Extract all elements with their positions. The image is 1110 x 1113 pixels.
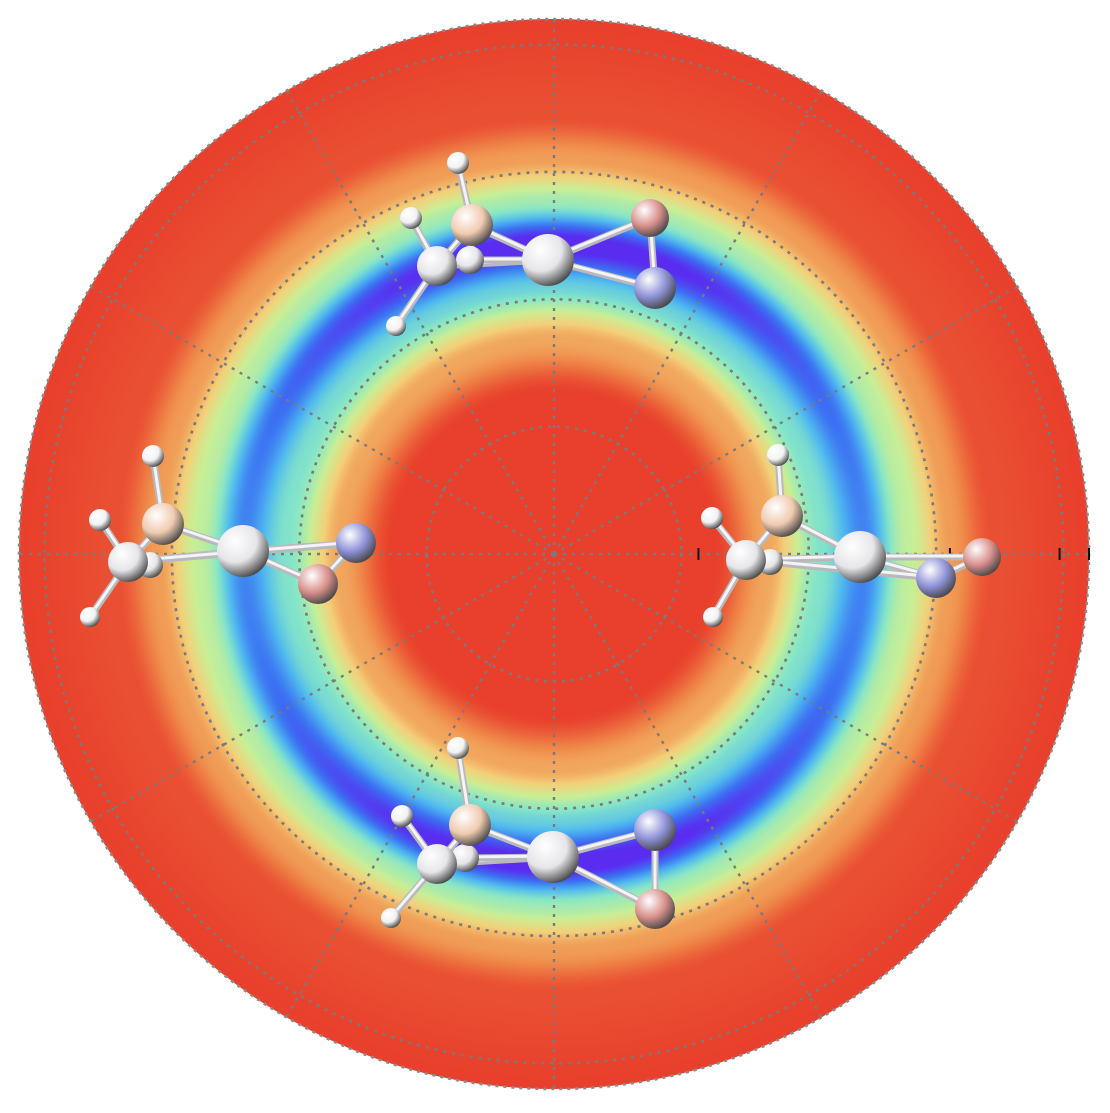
atom-carbon [527,831,579,883]
atom-hydrogen [381,908,401,928]
atom-nitrogen [634,809,676,851]
atom-hydrogen [386,316,406,336]
atom-carbon [456,246,484,274]
atom-nitrogen [916,558,956,598]
atom-hydrogen [447,152,469,174]
molecule-top [386,152,676,336]
atom-nitrogen [634,267,676,309]
atom-boron [449,804,491,846]
atom-carbon [834,531,886,583]
atom-hydrogen [89,509,111,531]
atom-hydrogen [703,607,723,627]
atom-carbon [417,246,457,286]
atom-boron [451,204,493,246]
atom-oxygen [635,889,675,929]
atom-boron [761,495,803,537]
atom-hydrogen [80,607,100,627]
atom-carbon [108,542,148,582]
atom-carbon [217,525,269,577]
atom-oxygen [631,199,669,237]
molecule-left [80,445,376,627]
molecule-bottom [381,737,676,929]
atom-boron [142,503,184,545]
atom-carbon [451,844,479,872]
grid-ring-4 [43,43,1065,1065]
atom-carbon [417,844,457,884]
atom-hydrogen [391,805,413,827]
molecule-right [701,444,1001,627]
atom-hydrogen [142,445,164,467]
atom-carbon [726,540,766,580]
atom-carbon [522,234,574,286]
atom-hydrogen [447,737,469,759]
atom-hydrogen [767,444,789,466]
atom-nitrogen [336,523,376,563]
atom-hydrogen [701,507,723,529]
molecule-annotations [80,152,1001,929]
atom-oxygen [963,538,1001,576]
atom-hydrogen [400,207,422,229]
atom-oxygen [298,564,338,604]
